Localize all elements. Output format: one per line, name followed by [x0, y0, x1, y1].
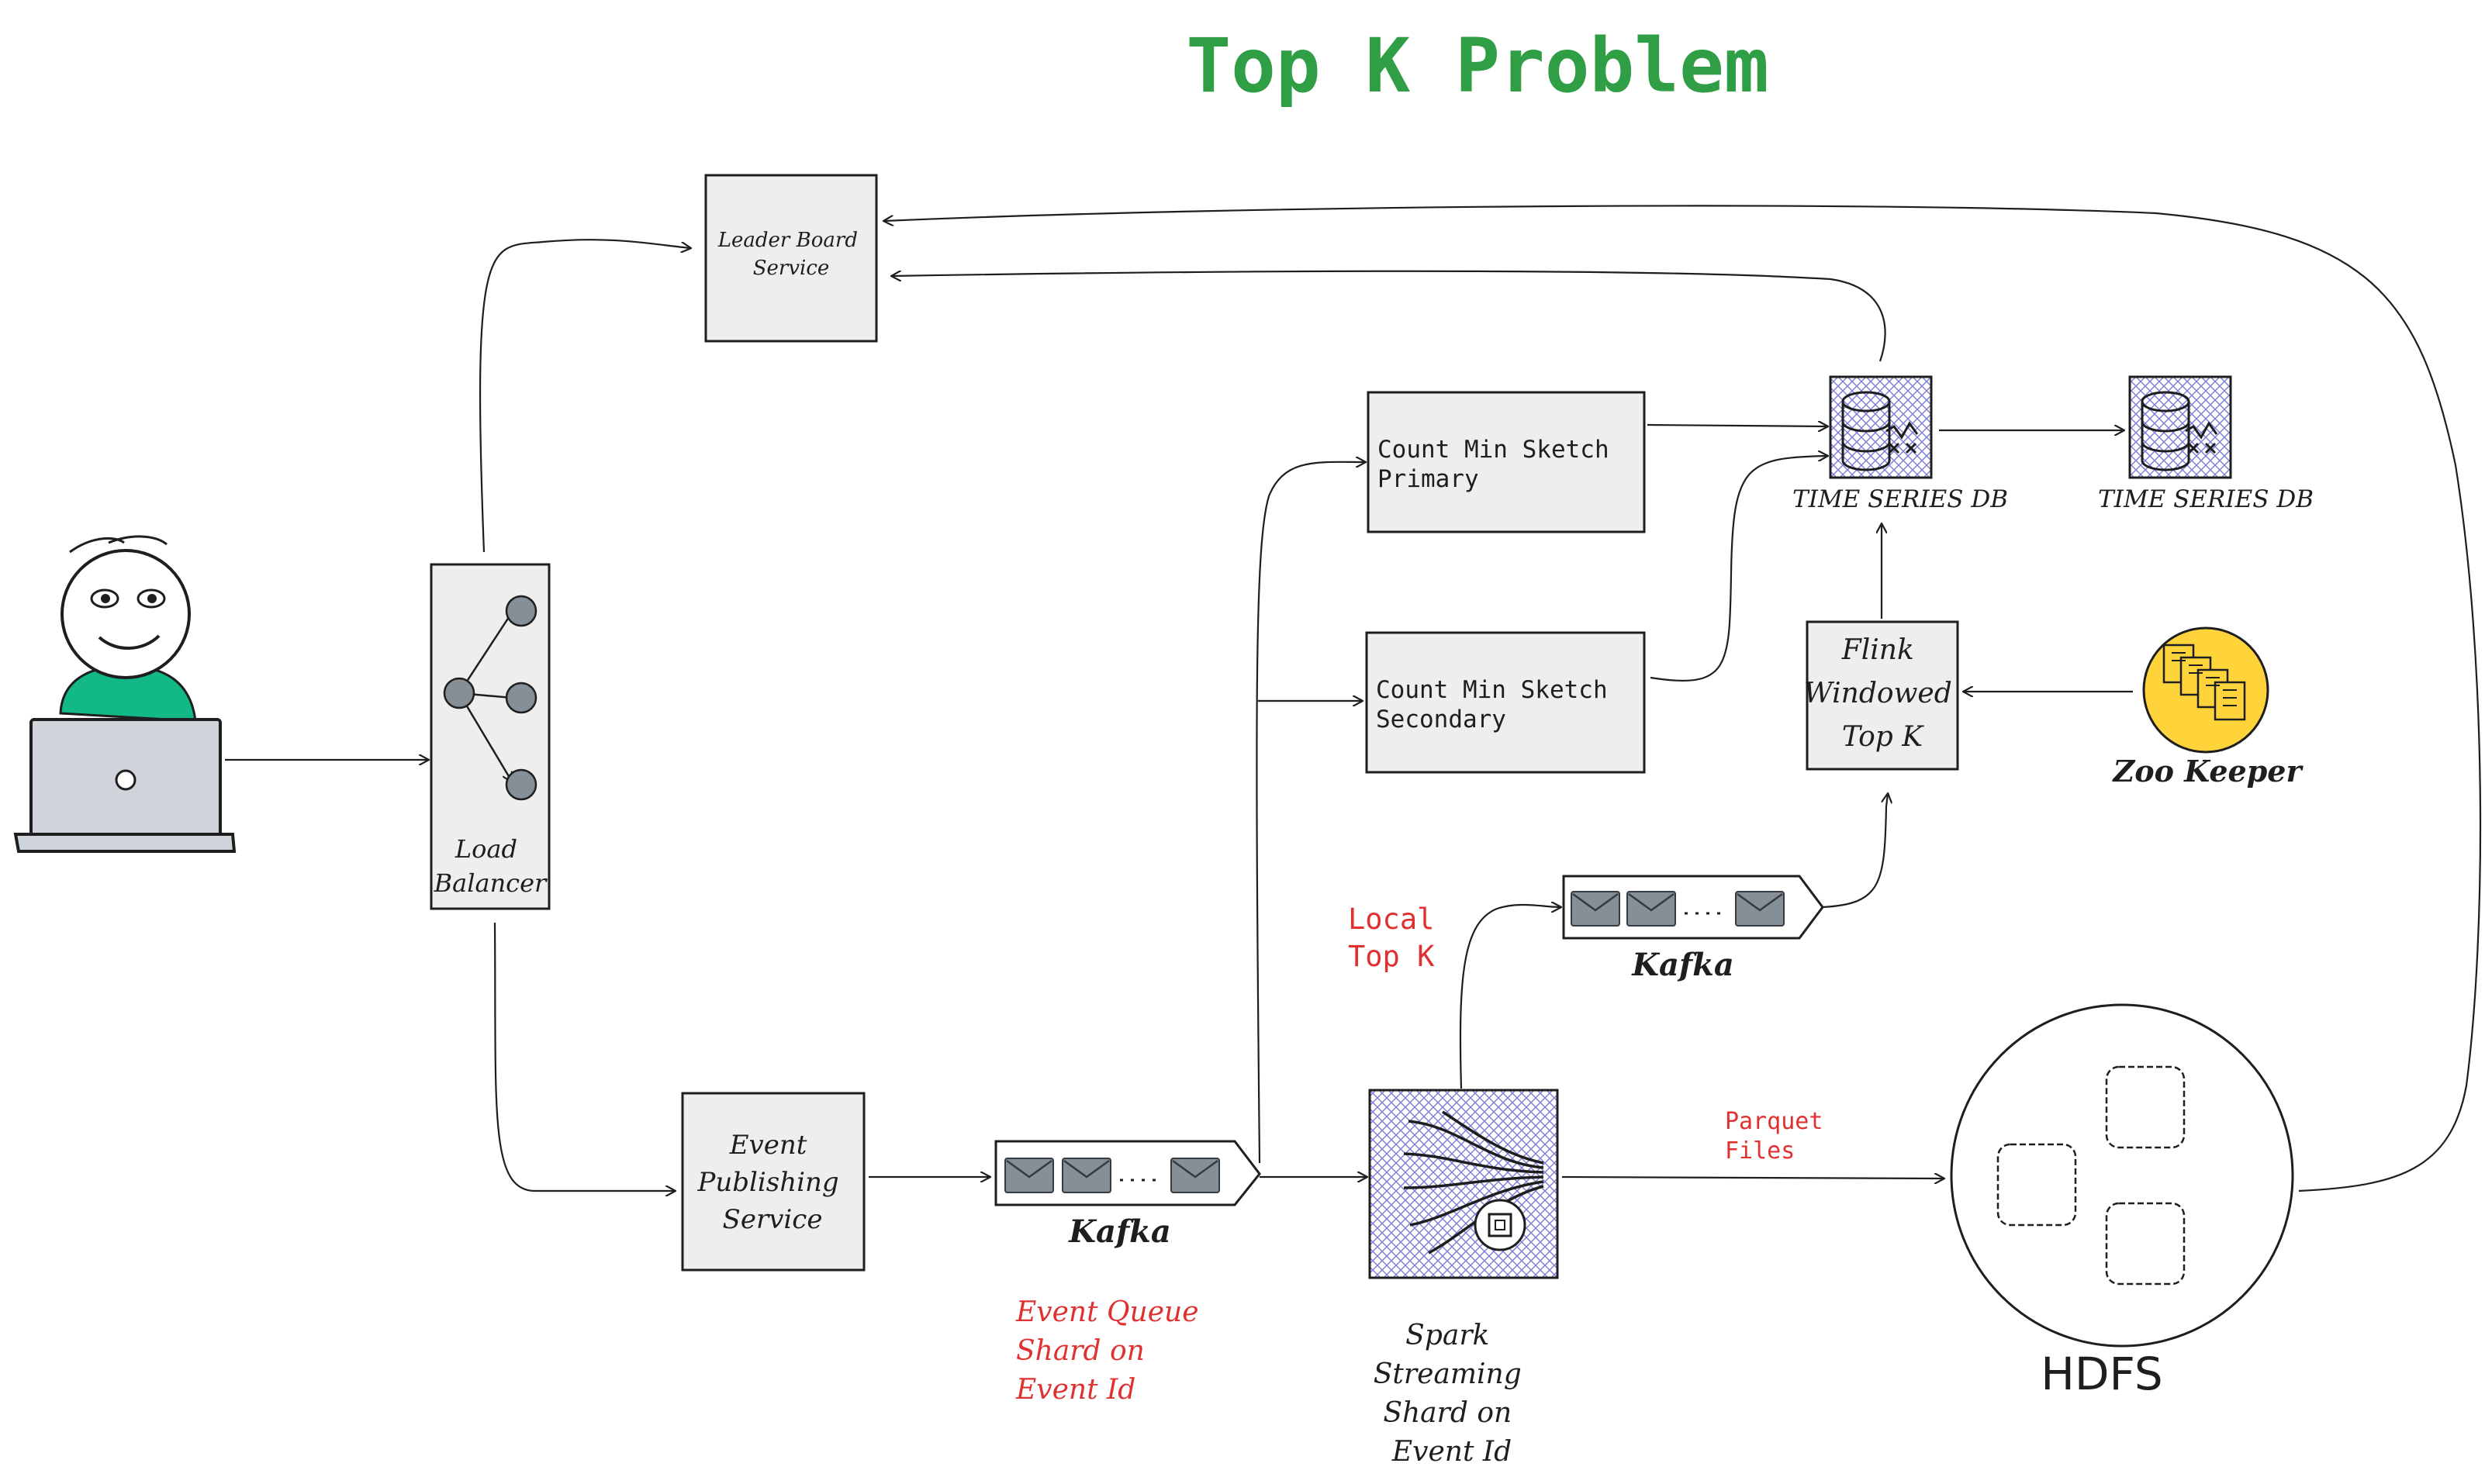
- event-queue-note-1: Event Queue: [1015, 1296, 1199, 1328]
- flink-label-3: Top K: [1842, 721, 1924, 753]
- cms-primary-label-2: Primary: [1377, 465, 1479, 493]
- time-series-db-1[interactable]: TIME SERIES DB: [1792, 375, 2008, 513]
- edges: [225, 205, 2482, 1192]
- parquet-note-1: Parquet: [1725, 1108, 1823, 1135]
- laptop-icon: [13, 718, 237, 853]
- tsdb-1-label: TIME SERIES DB: [1792, 485, 2008, 513]
- leaderboard-label-2: Service: [753, 257, 830, 280]
- spark-streaming[interactable]: Spark Streaming Shard on Event Id: [1368, 1089, 1559, 1468]
- edge-kafka2-to-flink: [1822, 794, 1888, 909]
- count-min-sketch-secondary[interactable]: Count Min Sketch Secondary: [1365, 631, 1646, 774]
- spark-icon: [1403, 1110, 1544, 1254]
- edge-cms-secondary-to-tsdb: [1650, 456, 1827, 682]
- edge-tsdb-to-leaderboard: [892, 270, 1886, 362]
- svg-text:Parquet Files: Parquet Files: [1725, 1108, 1837, 1165]
- eps-label-2: Publishing: [697, 1167, 839, 1198]
- load-balancer-icon: [443, 595, 537, 801]
- hdfs[interactable]: HDFS: [1950, 1003, 2294, 1400]
- count-min-sketch-primary[interactable]: Count Min Sketch Primary: [1367, 391, 1646, 533]
- event-queue-note-3: Event Id: [1015, 1374, 1135, 1406]
- page-title: Top K Problem: [1186, 22, 1768, 109]
- lb-label-2: Balancer: [434, 868, 548, 898]
- message-queue-icon: [1570, 890, 1785, 927]
- edge-hdfs-to-leaderboard: [884, 205, 2482, 1192]
- svg-text:Local Top K: Local Top K: [1348, 902, 1452, 973]
- cms-secondary-label-1: Count Min Sketch: [1376, 676, 1608, 704]
- leaderboard-service[interactable]: Leader Board Service: [704, 174, 878, 343]
- spark-label-2: Streaming: [1374, 1358, 1522, 1390]
- cms-primary-label-1: Count Min Sketch: [1377, 436, 1609, 464]
- kafka-1-label: Kafka: [1068, 1213, 1171, 1250]
- zookeeper-icon: [2142, 626, 2269, 754]
- eps-label-1: Event: [729, 1130, 807, 1161]
- svg-text:Event Publishing S: Event Publishing Service: [697, 1130, 848, 1235]
- flink-label-1: Flink: [1841, 634, 1914, 666]
- svg-text:Spark Streaming Sh: Spark Streaming Shard on Event Id: [1374, 1320, 1530, 1468]
- event-publishing-service[interactable]: Event Publishing Service: [681, 1092, 866, 1272]
- tsdb-2-label: TIME SERIES DB: [2098, 485, 2314, 513]
- svg-text:Event Queue Shard on E: Event Queue Shard on Event Id: [1015, 1296, 1208, 1406]
- hdfs-icon: [1996, 1065, 2186, 1286]
- spark-label-3: Shard on: [1383, 1397, 1512, 1429]
- flink-label-2: Windowed: [1804, 678, 1952, 709]
- svg-text:Count Min Sketch Seconda: Count Min Sketch Secondary: [1376, 676, 1622, 733]
- local-topk-note-1: Local: [1348, 902, 1434, 936]
- edge-kafka-to-cms-primary: [1256, 462, 1365, 1164]
- event-queue-note-2: Shard on: [1016, 1335, 1145, 1367]
- svg-text:Count Min Sketch Primary: Count Min Sketch Primary: [1377, 436, 1623, 493]
- edge-spark-to-hdfs: [1561, 1177, 1944, 1179]
- zookeeper-label: Zoo Keeper: [2112, 754, 2304, 789]
- edge-spark-to-kafka2: [1459, 905, 1560, 1089]
- edge-cms-primary-to-tsdb: [1647, 425, 1827, 426]
- svg-text:Load Balancer: Load Balancer: [434, 834, 548, 898]
- spark-label-4: Event Id: [1391, 1436, 1512, 1468]
- message-queue-icon: [1004, 1157, 1221, 1194]
- kafka-queue-2[interactable]: Kafka: [1562, 875, 1824, 983]
- eps-label-3: Service: [723, 1204, 823, 1235]
- svg-text:Flink Windowed Top: Flink Windowed Top K: [1804, 634, 1961, 753]
- spark-label-1: Spark: [1405, 1320, 1489, 1351]
- leaderboard-label-1: Leader Board: [717, 229, 858, 252]
- kafka-queue-1[interactable]: Kafka: [994, 1140, 1261, 1250]
- time-series-db-2[interactable]: TIME SERIES DB: [2098, 375, 2314, 513]
- edge-lb-to-leaderboard: [479, 239, 690, 553]
- flink-windowed-topk[interactable]: Flink Windowed Top K: [1804, 620, 1961, 771]
- hdfs-label: HDFS: [2041, 1348, 2162, 1400]
- load-balancer[interactable]: Load Balancer: [430, 563, 551, 910]
- cms-secondary-label-2: Secondary: [1376, 706, 1506, 733]
- zookeeper[interactable]: Zoo Keeper: [2112, 626, 2304, 789]
- kafka-2-label: Kafka: [1631, 947, 1734, 983]
- parquet-note-2: Files: [1725, 1137, 1795, 1165]
- edge-lb-to-event-publishing: [493, 922, 675, 1191]
- svg-text:Leader Board Service: Leader Board Service: [717, 229, 864, 280]
- user-icon: [59, 535, 197, 723]
- lb-label-1: Load: [454, 834, 517, 864]
- local-topk-note-2: Top K: [1348, 940, 1435, 973]
